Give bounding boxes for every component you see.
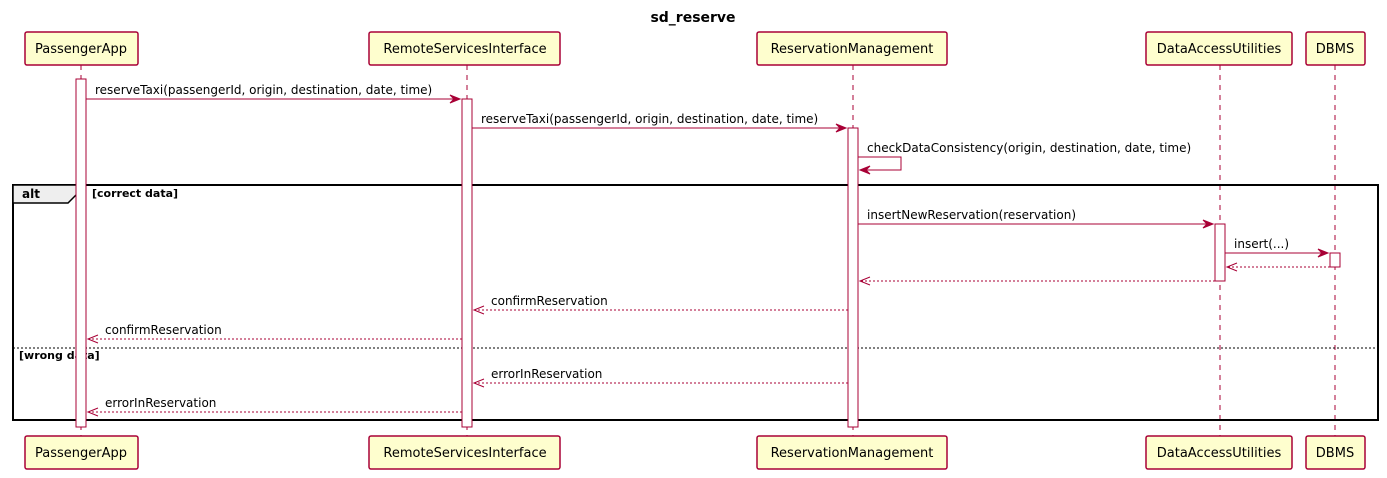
- alt-fragment-tab: [12, 184, 79, 204]
- message-label-insert: insert(...): [1234, 237, 1289, 251]
- arrowhead-reservetaxi-2: [835, 123, 848, 133]
- message-label-insertnewreservation: insertNewReservation(reservation): [867, 208, 1076, 222]
- return-arrowhead-errorinreservation-2: [86, 407, 99, 417]
- participant-label-reservationmanagement-top: ReservationManagement: [771, 42, 934, 57]
- message-label-confirmreservation-2: confirmReservation: [105, 323, 222, 337]
- message-label-reservetaxi-1: reserveTaxi(passengerId, origin, destina…: [95, 83, 432, 97]
- alt-guard-correct: [correct data]: [92, 187, 178, 200]
- participant-remoteservicesinterface-top: [368, 31, 561, 66]
- message-label-errorinreservation-1: errorInReservation: [491, 367, 602, 381]
- participant-dbms-bottom: [1305, 435, 1366, 470]
- return-arrowhead-dataaccess: [858, 276, 871, 286]
- diagram-title: sd_reserve: [650, 10, 735, 26]
- participant-label-dbms-top: DBMS: [1316, 42, 1354, 57]
- participant-dbms-top: [1305, 31, 1366, 66]
- arrowhead-insertnewreservation: [1202, 219, 1215, 229]
- activation-dbms: [1329, 252, 1341, 268]
- activation-passengerapp: [75, 78, 87, 428]
- message-arrow-checkdataconsistency: [858, 156, 902, 171]
- message-label-reservetaxi-2: reserveTaxi(passengerId, origin, destina…: [481, 112, 818, 126]
- return-arrowhead-dbms: [1225, 262, 1238, 272]
- participant-label-dbms-bottom: DBMS: [1316, 446, 1354, 461]
- participant-remoteservicesinterface-bottom: [368, 435, 561, 470]
- return-arrowhead-errorinreservation-1: [472, 378, 485, 388]
- arrowhead-insert: [1317, 248, 1330, 258]
- message-label-checkdataconsistency: checkDataConsistency(origin, destination…: [867, 141, 1191, 155]
- arrowhead-checkdataconsistency: [858, 165, 871, 175]
- participant-label-passengerapp-top: PassengerApp: [35, 42, 127, 57]
- participant-passengerapp-bottom: [24, 435, 139, 470]
- participant-label-remoteservicesinterface-top: RemoteServicesInterface: [383, 42, 546, 57]
- activation-dataaccessutilities: [1214, 223, 1226, 282]
- alt-keyword: alt: [22, 187, 40, 201]
- participant-dataaccessutilities-top: [1145, 31, 1293, 66]
- participant-label-reservationmanagement-bottom: ReservationManagement: [771, 446, 934, 461]
- participant-dataaccessutilities-bottom: [1145, 435, 1293, 470]
- message-label-errorinreservation-2: errorInReservation: [105, 396, 216, 410]
- activation-reservationmanagement: [847, 127, 859, 428]
- participant-label-passengerapp-bottom: PassengerApp: [35, 446, 127, 461]
- return-arrowhead-confirmreservation-1: [472, 305, 485, 315]
- arrowhead-reservetaxi-1: [449, 94, 462, 104]
- message-label-confirmreservation-1: confirmReservation: [491, 294, 608, 308]
- alt-guard-wrong: [wrong data]: [19, 349, 100, 362]
- return-arrowhead-confirmreservation-2: [86, 334, 99, 344]
- activation-remoteservicesinterface: [461, 98, 473, 428]
- participant-reservationmanagement-bottom: [756, 435, 948, 470]
- participant-label-dataaccessutilities-bottom: DataAccessUtilities: [1157, 446, 1282, 461]
- alt-fragment-frame: [12, 184, 1379, 421]
- participant-reservationmanagement-top: [756, 31, 948, 66]
- participant-passengerapp-top: [24, 31, 139, 66]
- participant-label-remoteservicesinterface-bottom: RemoteServicesInterface: [383, 446, 546, 461]
- participant-label-dataaccessutilities-top: DataAccessUtilities: [1157, 42, 1282, 57]
